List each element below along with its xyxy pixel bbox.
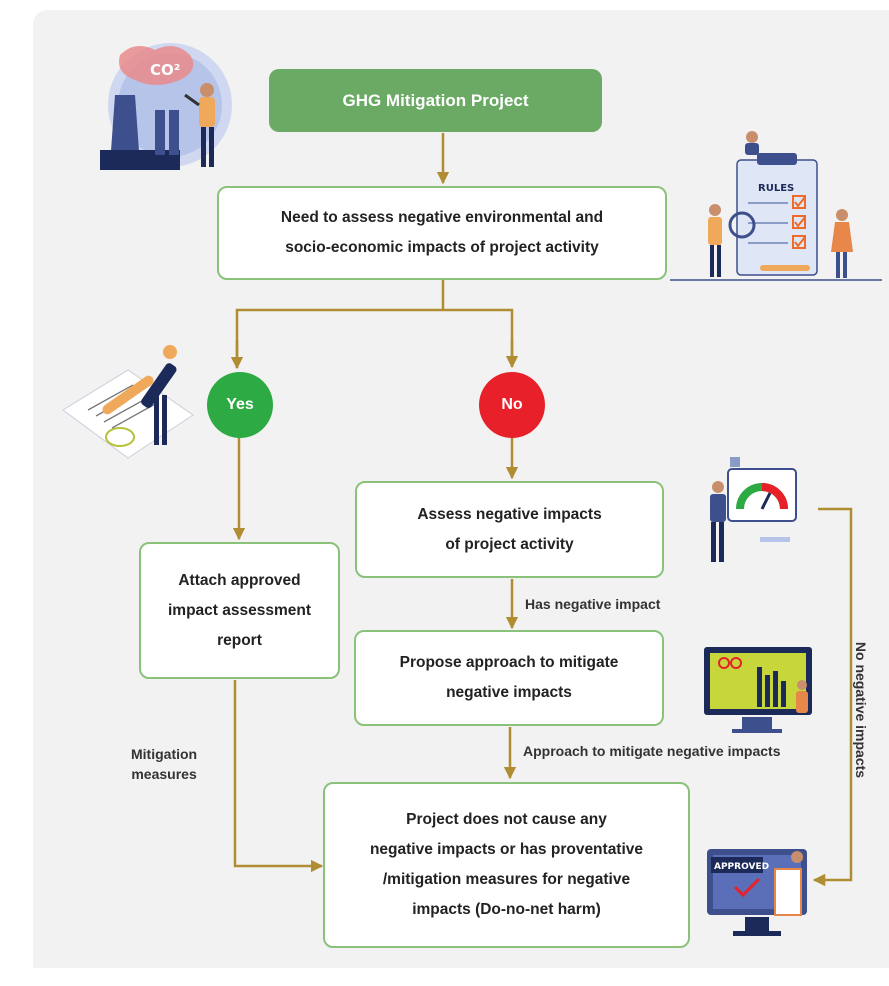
rules-clipboard-illustration: RULES [670,131,882,281]
assess-need-line-2: socio-economic impacts of project activi… [285,239,599,256]
approved-monitor-illustration: APPROVED [707,849,807,936]
label-has-negative: Has negative impact [525,596,661,612]
assess-need-node: Need to assess negative environmental an… [217,186,667,280]
assess-need-line-1: Need to assess negative environmental an… [280,209,604,226]
assess-impacts-node: Assess negative impacts of project activ… [355,481,664,578]
assess-impacts-line-2: of project activity [445,535,574,553]
attach-line-2: impact assessment [167,601,312,619]
final-line-2: negative impacts or has proventative [369,841,644,858]
label-mitigation: Mitigation measures [131,744,197,784]
label-mitigation-line-1: Mitigation [131,746,198,762]
attach-line-3: report [217,631,262,649]
label-approach: Approach to mitigate negative impacts [523,743,781,759]
final-line-4: impacts (Do-no-net harm) [412,901,601,918]
rules-text: RULES [758,183,794,194]
factory-co2-illustration: CO² [100,43,232,170]
yes-label: Yes [226,396,254,413]
co2-text: CO² [150,61,180,79]
analytics-monitor-illustration [704,647,812,733]
approved-text: APPROVED [714,862,769,872]
final-line-1: Project does not cause any [406,811,607,828]
attach-report-node: Attach approved impact assessment report [139,542,340,679]
signing-illustration [62,345,194,459]
attach-line-1: Attach approved [178,571,301,589]
yes-circle: Yes [207,372,273,438]
arrow-no-negative [812,507,853,887]
final-node: Project does not cause any negative impa… [323,782,690,948]
label-no-negative: No negative impacts [853,641,869,779]
no-circle: No [479,372,545,438]
label-mitigation-line-2: measures [131,766,197,782]
gauge-presentation-illustration [710,457,797,562]
no-label: No [501,396,523,413]
arrow-attach-to-final [233,680,324,873]
split-line [235,280,514,368]
propose-node: Propose approach to mitigate negative im… [354,630,664,726]
start-label: GHG Mitigation Project [342,90,529,110]
propose-line-2: negative impacts [446,684,572,701]
start-node: GHG Mitigation Project [269,69,602,132]
assess-impacts-line-1: Assess negative impacts [417,505,602,523]
propose-line-1: Propose approach to mitigate [399,654,619,671]
final-line-3: /mitigation measures for negative [382,871,631,888]
